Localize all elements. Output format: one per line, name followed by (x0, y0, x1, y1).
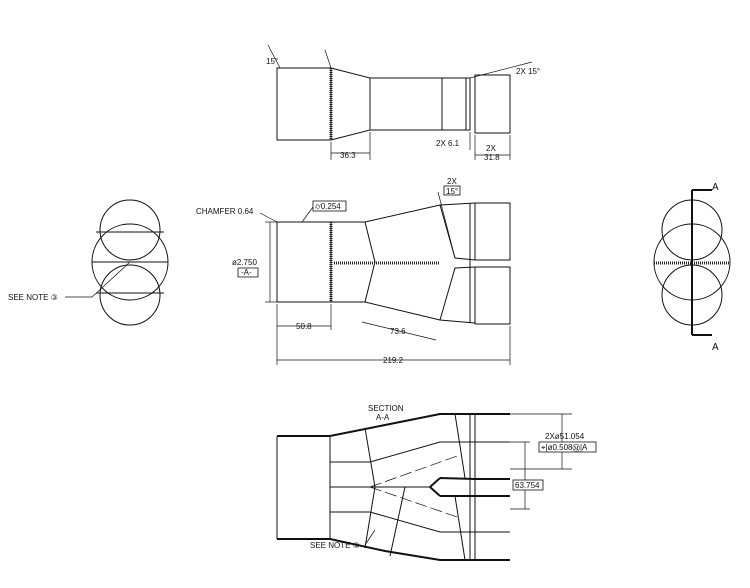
dim-end-qty: 2X (486, 144, 496, 153)
top-angle-right: 2X 15° (516, 67, 540, 76)
dim-cone: 36.3 (340, 151, 356, 160)
angle-qty: 2X (447, 177, 457, 186)
dim-branch: 73.6 (390, 327, 406, 336)
dim-overall: 219.2 (383, 356, 404, 365)
section-marker-top: A (712, 182, 719, 193)
section-title: SECTION (368, 404, 404, 413)
front-view (259, 191, 511, 365)
dim-end: 31.8 (484, 153, 500, 162)
section-subtitle: A-A (376, 413, 390, 422)
see-note-left: SEE NOTE ③ (8, 293, 58, 302)
outlet-spacing: 63.754 (515, 481, 540, 490)
angle-label: 15° (446, 187, 458, 196)
section-view (276, 413, 572, 561)
datum-a: -A- (241, 268, 252, 277)
flatness-tolerance: ⌭0.254 (315, 202, 341, 211)
dim-ring: 2X 6.1 (436, 139, 460, 148)
position-tolerance: ⌖|ø0.508Ⓜ|A (541, 443, 588, 452)
right-end-view (653, 189, 731, 336)
section-marker-bottom: A (712, 342, 719, 353)
left-end-view (65, 199, 169, 326)
see-note-section: SEE NOTE ③ (310, 541, 360, 550)
outlet-diameter: 2Xø51.054 (545, 432, 585, 441)
dim-tube: 50.8 (296, 322, 312, 331)
top-angle-left: 15° (266, 57, 278, 66)
diameter-label: ø2.750 (232, 258, 257, 267)
chamfer-label: CHAMFER 0.64 (196, 207, 254, 216)
top-view (267, 44, 533, 160)
